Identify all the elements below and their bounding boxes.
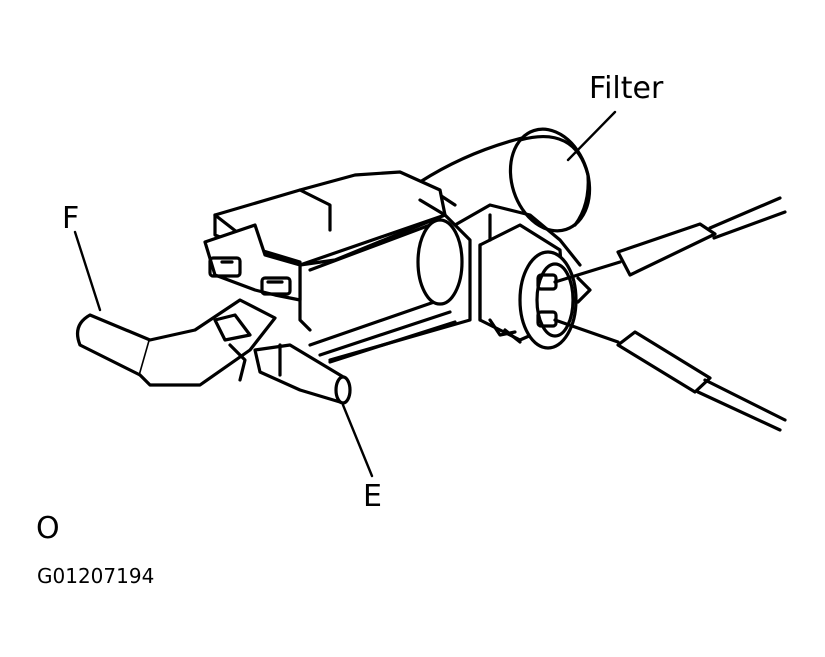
- port-f-label: F: [62, 201, 80, 236]
- leader-lines: [73, 110, 617, 478]
- figure-code: G01207194: [37, 564, 155, 588]
- figure-mark: O: [36, 511, 60, 546]
- leader-filter: [566, 110, 617, 162]
- coil-cylinder: [308, 218, 464, 364]
- mounting-bracket: [203, 223, 302, 302]
- port-e-pipe: [253, 343, 352, 405]
- port-f-pipe: [76, 298, 277, 387]
- port-e-label: E: [363, 479, 382, 514]
- leader-f: [73, 230, 102, 312]
- filter-label: Filter: [589, 71, 664, 106]
- lead-wires: [553, 196, 787, 432]
- leader-e: [341, 403, 374, 478]
